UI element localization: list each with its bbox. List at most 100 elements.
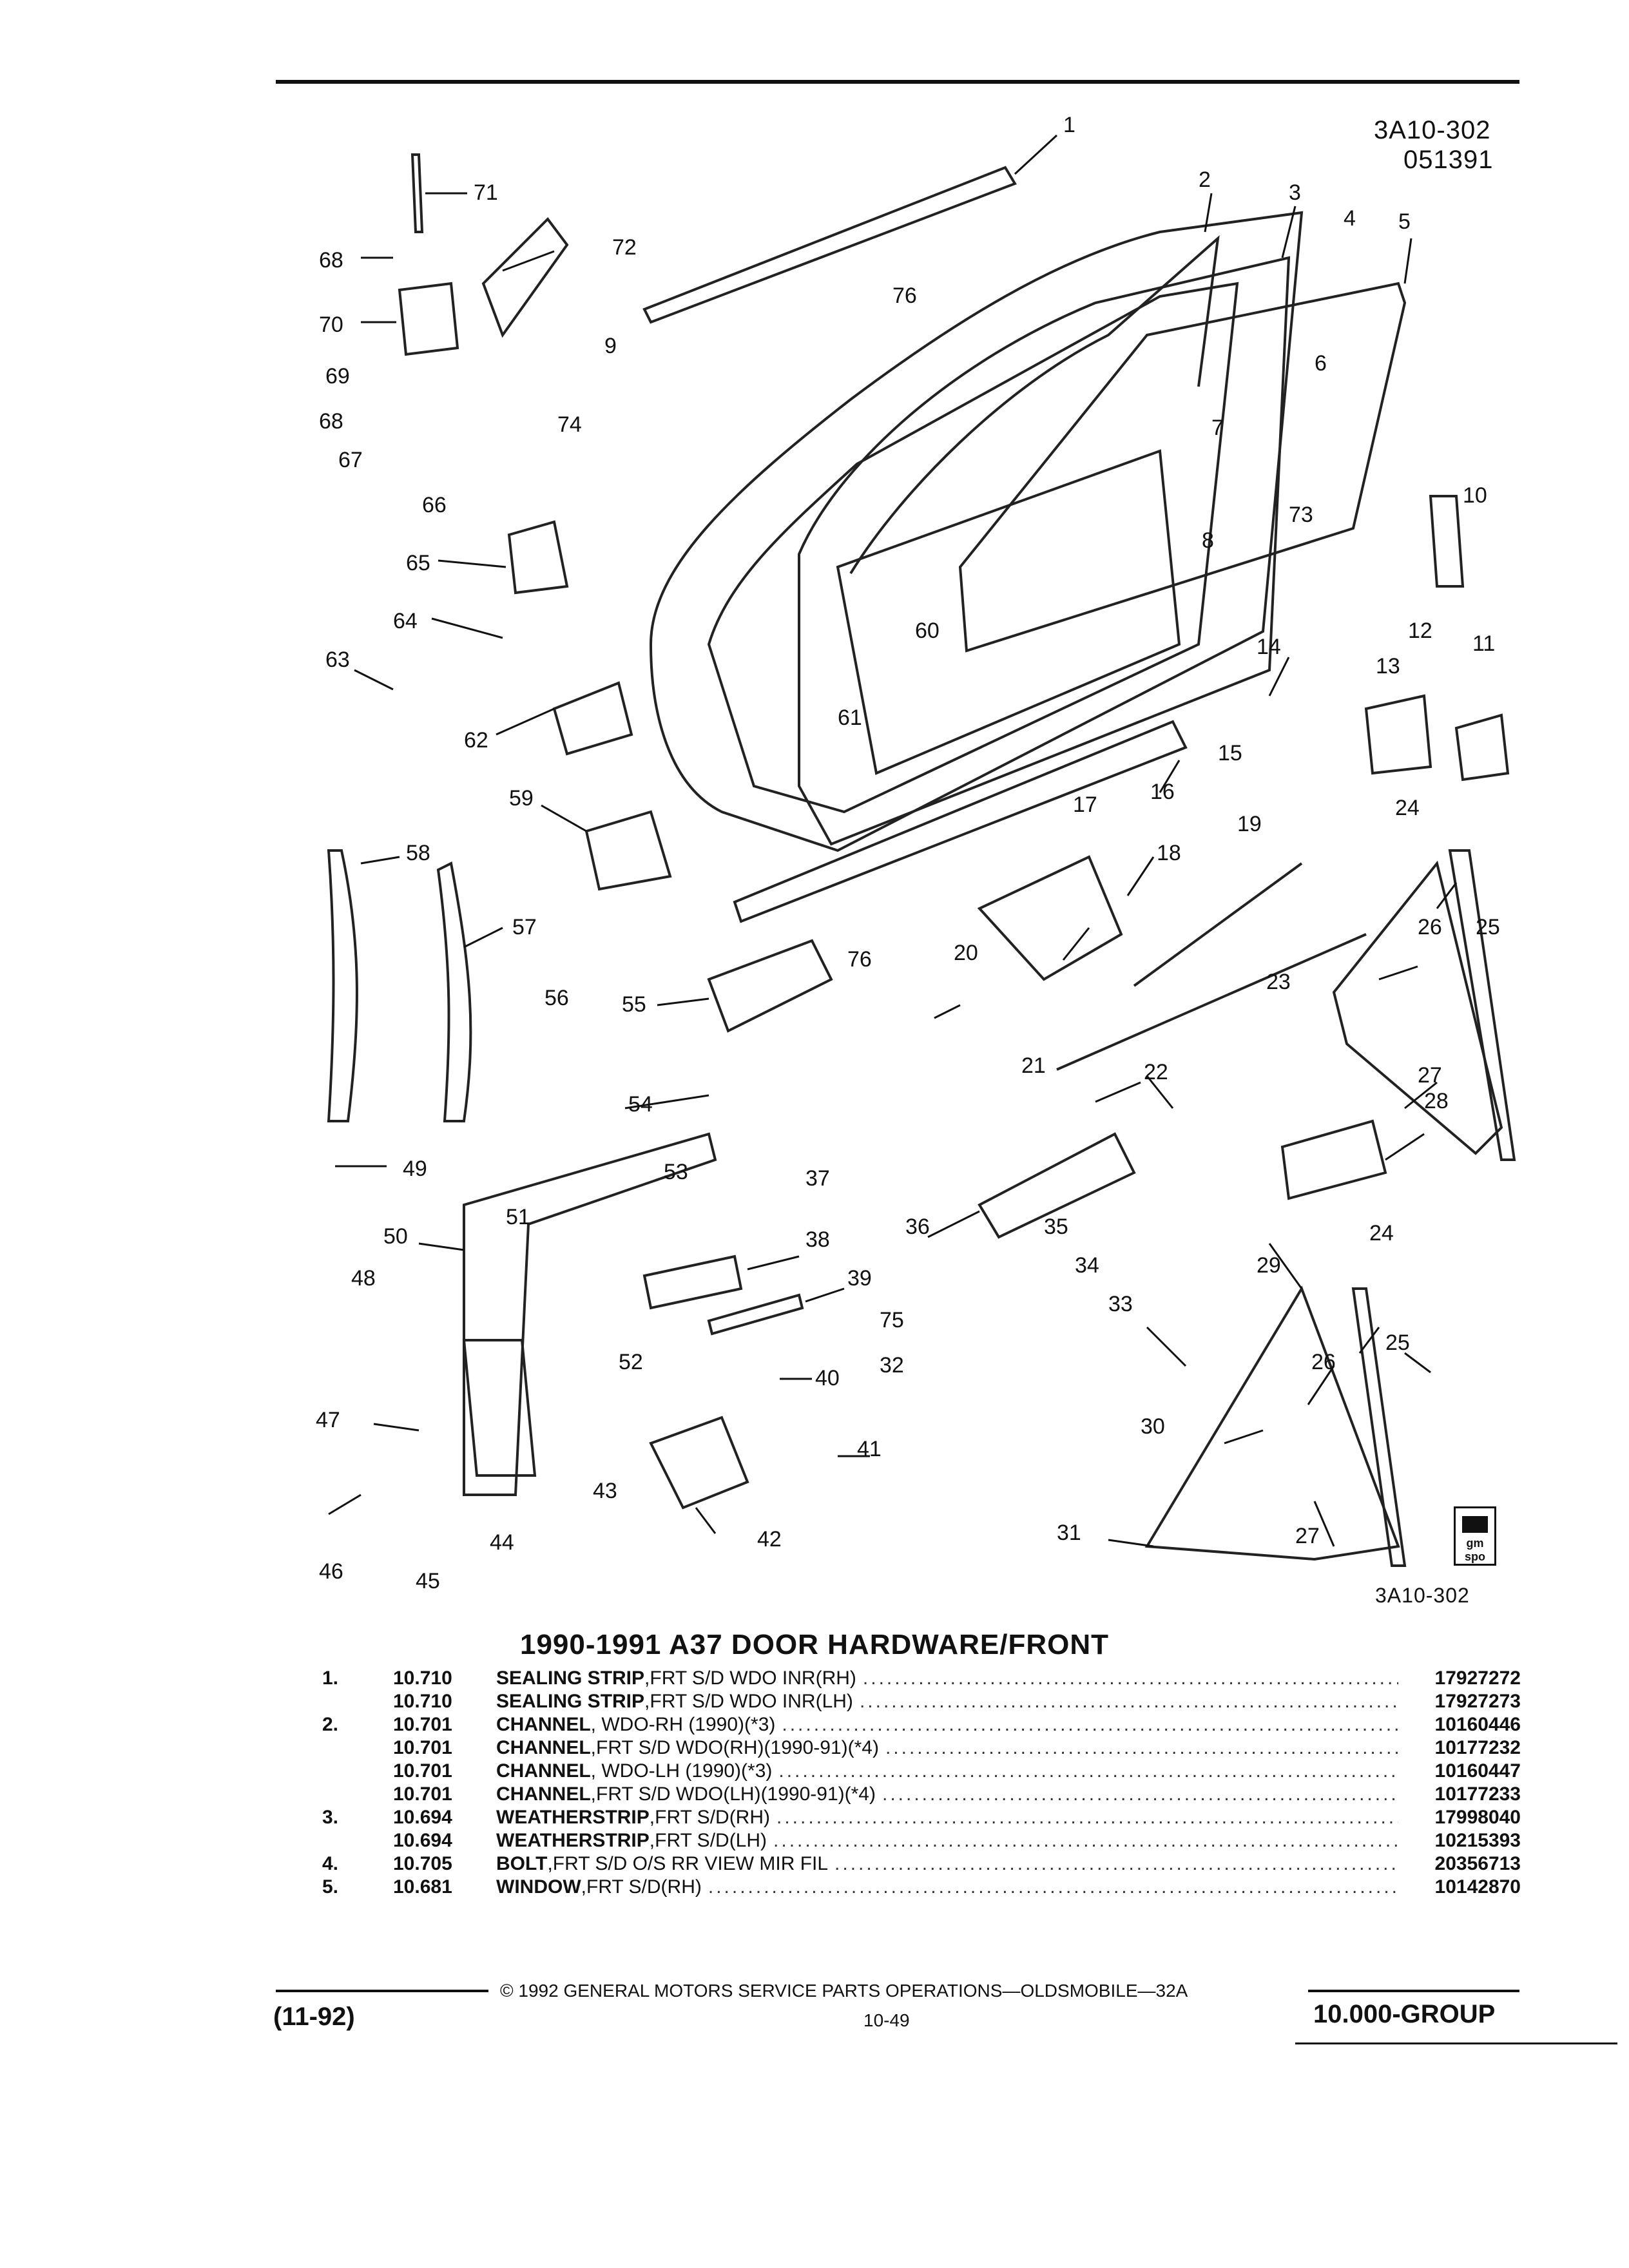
part-note: ,FRT S/D(LH) [649,1830,767,1851]
actuator-rod-19 [1133,862,1303,987]
part-name: SEALING STRIP [496,1667,645,1689]
date-code: 051391 [1403,146,1494,174]
callout-17: 17 [1073,793,1097,817]
part-note: , WDO-RH (1990)(*3) [590,1714,776,1735]
description: CHANNEL,FRT S/D WDO(LH)(1990-91)(*4)....… [496,1783,1398,1805]
callout-27b: 27 [1295,1524,1320,1548]
logo-line1: gm [1466,1537,1484,1550]
callout-13: 13 [1376,654,1400,678]
part-note: ,FRT S/D WDO(RH)(1990-91)(*4) [590,1737,879,1758]
callout-69: 69 [325,364,350,389]
part-number: 10177232 [1434,1737,1521,1758]
callout-labels: 1 2 3 4 5 6 7 8 9 10 11 12 13 14 15 16 1… [316,113,1500,1593]
callout-31: 31 [1057,1521,1081,1545]
callout-29: 29 [1257,1253,1281,1278]
callout-30: 30 [1141,1414,1165,1439]
part-note: ,FRT S/D WDO INR(RH) [644,1667,856,1689]
part-name: WINDOW [496,1876,581,1898]
window-glass-5 [958,282,1407,653]
bracket-10 [1429,495,1465,588]
callout-26b: 26 [1311,1350,1336,1374]
callout-11: 11 [1472,631,1495,656]
callout-35: 35 [1044,1215,1068,1239]
part-note: ,FRT S/D WDO(LH)(1990-91)(*4) [590,1783,876,1805]
panel-18 [977,855,1123,981]
description: WEATHERSTRIP,FRT S/D(RH)................… [496,1807,1398,1829]
channel-2 [849,235,1220,575]
callout-5: 5 [1398,209,1411,234]
door-frame-outline [649,211,1304,852]
callout-22: 22 [1144,1060,1168,1084]
callout-36: 36 [905,1215,930,1239]
bezel-39 [707,1293,804,1336]
sealing-strip-1 [642,166,1017,324]
dot-leader: ........................................… [778,1760,1398,1782]
part-name: CHANNEL [496,1760,591,1782]
callout-24b: 24 [1369,1221,1394,1245]
callout-52: 52 [619,1350,643,1374]
callout-21: 21 [1021,1053,1046,1078]
description: SEALING STRIP,FRT S/D WDO INR(RH).......… [496,1667,1398,1689]
callout-54: 54 [628,1092,653,1117]
callout-51: 51 [506,1205,530,1229]
motor-28 [1280,1119,1387,1200]
top-rule [276,80,1519,84]
group-number: 10.701 [393,1714,452,1735]
part-note: ,FRT S/D O/S RR VIEW MIR FIL [547,1853,829,1874]
hinge-59 [584,810,672,891]
callout-57: 57 [512,915,537,939]
group-label: 10.000-GROUP [1313,2000,1496,2028]
part-note: , WDO-LH (1990)(*3) [590,1760,773,1782]
callout-25: 25 [1476,915,1500,939]
grommet-42 [649,1416,749,1510]
dot-leader: ........................................… [773,1830,1398,1851]
part-number: 10215393 [1434,1830,1521,1851]
page-title: 1990-1991 A37 DOOR HARDWARE/FRONT [519,1629,1110,1660]
description: WEATHERSTRIP,FRT S/D(LH)................… [496,1830,1398,1852]
part-number: 10160446 [1434,1714,1521,1735]
callout-63: 63 [325,648,350,672]
callout-45: 45 [416,1569,440,1593]
sill-strip-16 [733,720,1188,923]
description: CHANNEL,FRT S/D WDO(RH)(1990-91)(*4)....… [496,1737,1398,1759]
callout-16: 16 [1150,780,1175,804]
callout-32: 32 [880,1353,904,1378]
callout-1: 1 [1063,113,1075,137]
callout-6: 6 [1315,351,1327,376]
callout-50: 50 [383,1224,408,1249]
callout-4: 4 [1344,206,1356,231]
group-number: 10.681 [393,1876,452,1898]
callout-33: 33 [1108,1292,1133,1316]
dot-leader: ........................................… [859,1691,1398,1712]
door-inner-window-opening [836,449,1181,775]
part-note: ,FRT S/D(RH) [581,1876,702,1898]
item-number: 4. [322,1853,339,1874]
door-panel-lower-44 [463,1132,717,1496]
callout-39: 39 [847,1266,872,1291]
callout-60: 60 [915,619,940,643]
callout-70: 70 [319,312,343,337]
callout-38: 38 [805,1227,830,1252]
callout-75: 75 [880,1308,904,1332]
callout-23: 23 [1266,970,1291,994]
revision-date: (11-92) [273,2003,355,2031]
callout-53: 53 [664,1160,688,1184]
callout-28: 28 [1424,1089,1449,1113]
callout-26: 26 [1418,915,1442,939]
callout-59: 59 [509,786,534,811]
part-number: 17998040 [1434,1807,1521,1828]
callout-74: 74 [557,412,582,437]
callout-76: 76 [892,284,917,308]
latch-44 [462,1339,537,1477]
callout-76b: 76 [847,947,872,972]
part-name: SEALING STRIP [496,1691,645,1712]
callout-71: 71 [474,180,498,205]
part-name: CHANNEL [496,1783,591,1805]
item-number: 5. [322,1876,339,1898]
